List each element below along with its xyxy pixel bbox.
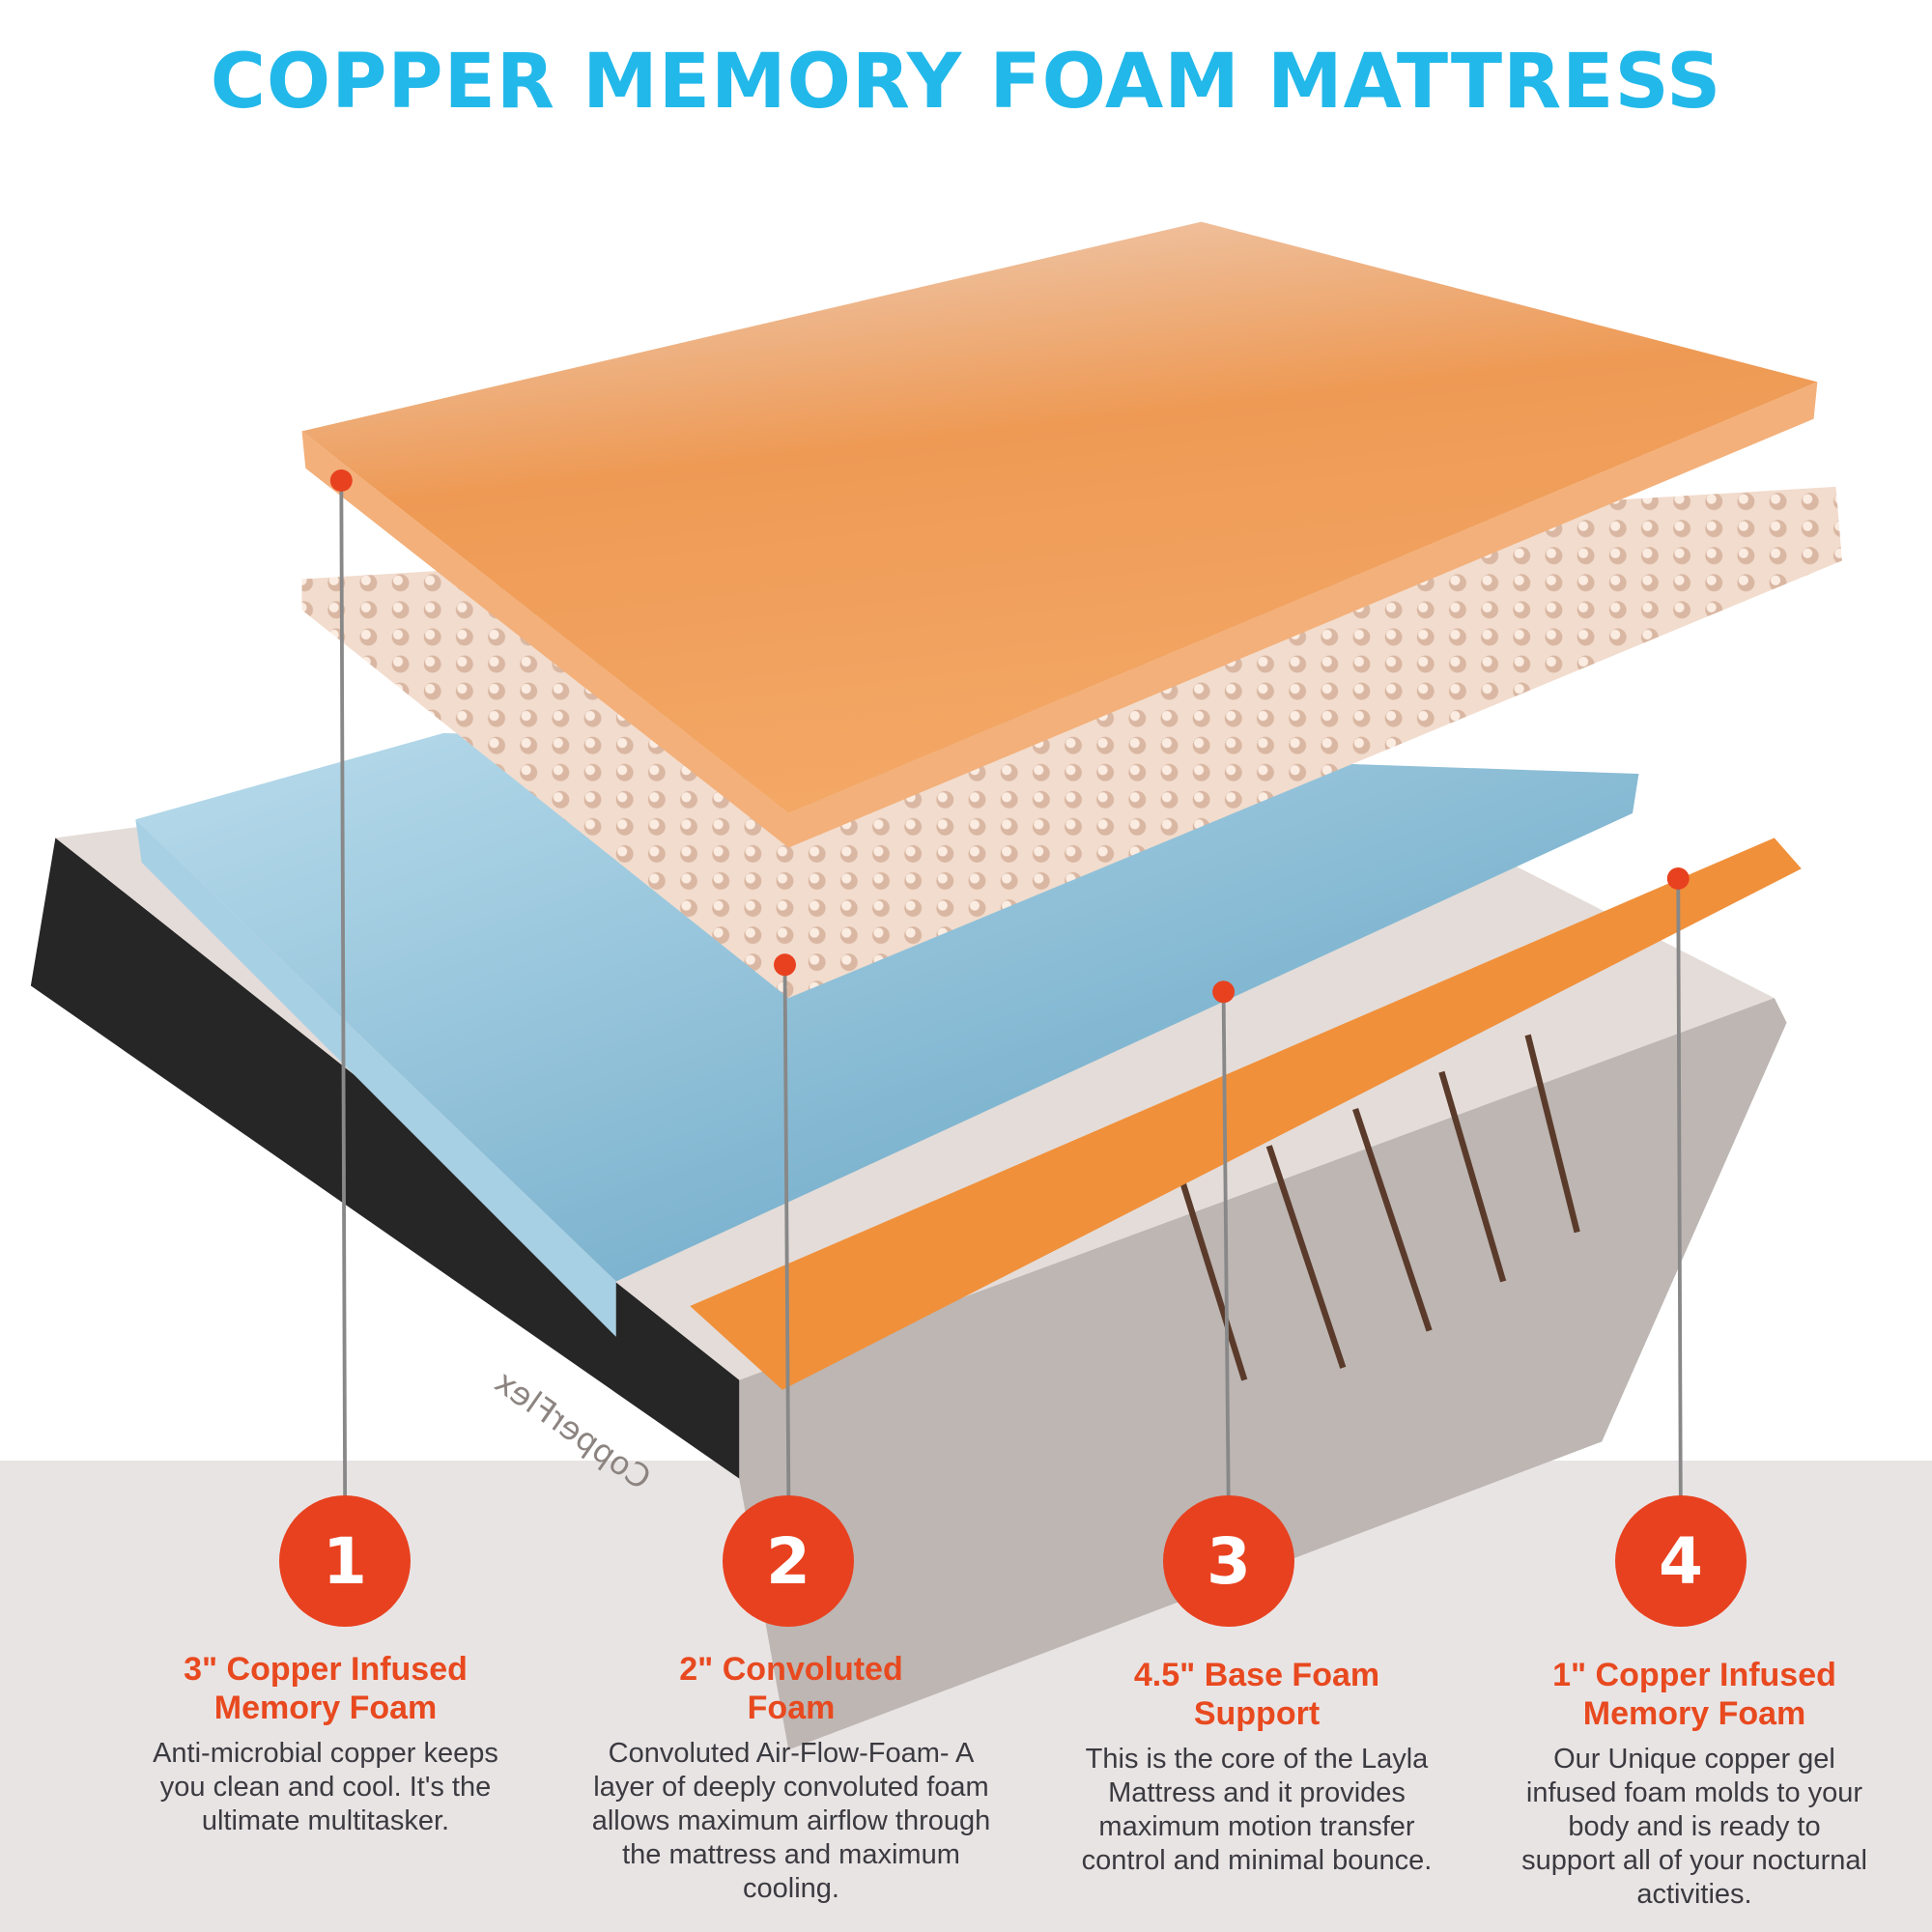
layer-4-heading: 1" Copper Infused Memory Foam [1552,1657,1836,1732]
layer-4-body: Our Unique copper gel infused foam molds… [1521,1744,1867,1910]
layer-2-badge: 2 [723,1495,854,1627]
page-title: COPPER MEMORY FOAM MATTRESS [210,39,1722,126]
copper-foam-1in-layer [690,838,1802,1390]
callout-dots [329,469,1690,1004]
layer-2-heading: 2" Convoluted Foam [679,1651,903,1726]
layer-3-heading: 4.5" Base Foam Support [1133,1657,1380,1732]
layer-3-body: This is the core of the Layla Mattress a… [1081,1744,1433,1876]
layer-4-badge: 4 [1615,1495,1747,1627]
layer-3-badge: 3 [1163,1495,1294,1627]
layer-1-description: 3" Copper Infused Memory Foam Anti-micro… [132,1650,519,1838]
layer-4-description: 1" Copper Infused Memory Foam Our Unique… [1520,1656,1868,1912]
copper-foam-3in-layer [301,221,1818,848]
base-foam-layer [135,732,1639,1337]
layer-3-description: 4.5" Base Foam Support This is the core … [1059,1656,1455,1878]
callout-lines [339,480,1683,1497]
layer-1-body: Anti-microbial copper keeps you clean an… [153,1738,498,1836]
layer-1-heading: 3" Copper Infused Memory Foam [184,1651,468,1726]
layer-2-description: 2" Convoluted Foam Convoluted Air-Flow-F… [579,1650,1004,1906]
layer-2-body: Convoluted Air-Flow-Foam- A layer of dee… [591,1738,991,1904]
layer-1-badge: 1 [279,1495,411,1627]
